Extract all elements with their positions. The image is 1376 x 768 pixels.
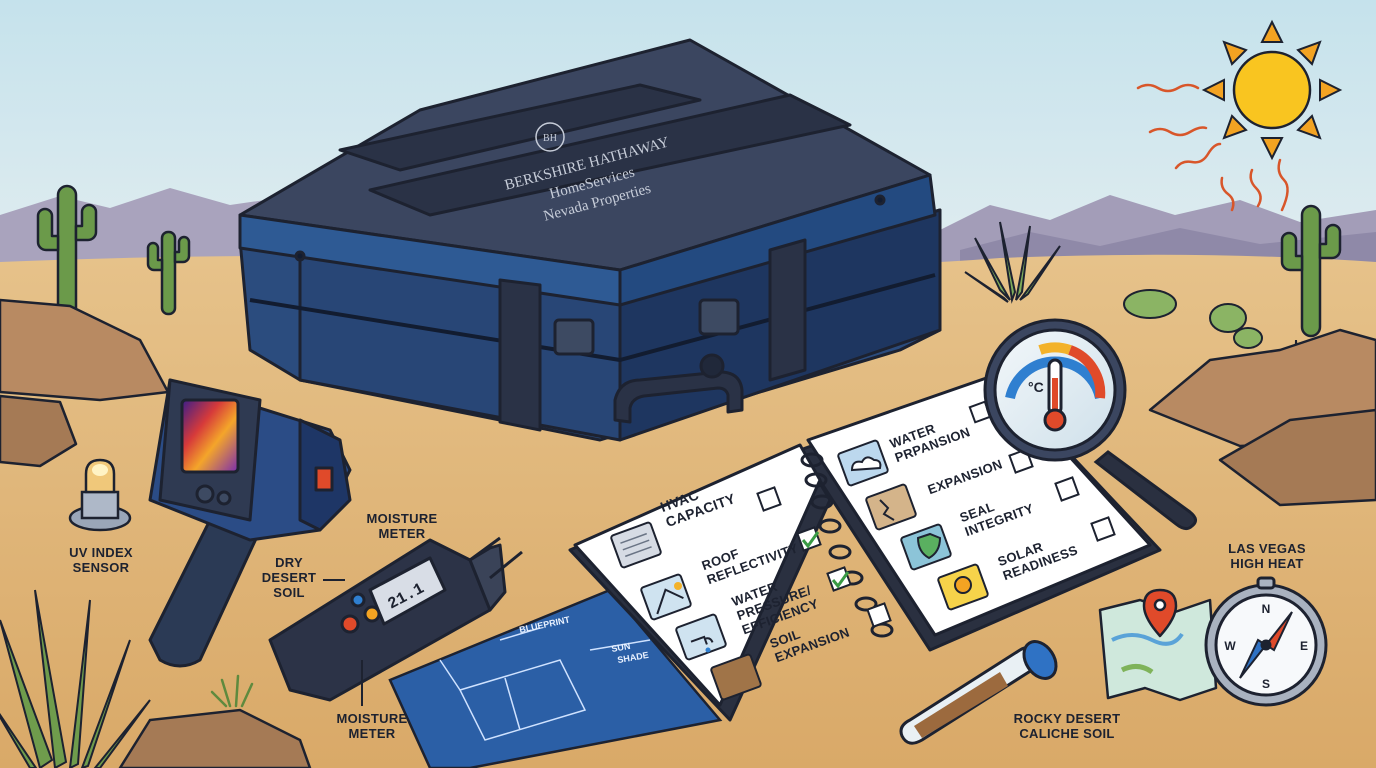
thermal-display — [180, 398, 240, 474]
checklist-notebook — [568, 373, 1162, 722]
soil-sample-tube — [899, 640, 1058, 745]
cactus-left — [36, 184, 191, 328]
rocks-right — [1148, 328, 1376, 507]
grass-tuft — [210, 674, 254, 708]
notebook-spiral — [800, 452, 894, 638]
svg-text:S: S — [1262, 677, 1270, 691]
svg-text:E: E — [1300, 639, 1308, 653]
rocks-left — [0, 298, 170, 468]
cloud-icon — [837, 439, 889, 487]
compass-letters: N E S W — [1224, 602, 1308, 691]
moisture-meter — [268, 536, 523, 702]
leader-lines — [323, 579, 363, 706]
checkbox-hvac[interactable] — [756, 486, 782, 512]
uv-index-sensor — [68, 458, 132, 532]
blueprint-sheet — [388, 588, 723, 768]
checkbox-soil[interactable] — [866, 602, 892, 628]
folded-map — [1098, 588, 1218, 702]
solar-icon — [937, 563, 989, 611]
shield-check-icon — [900, 523, 952, 571]
checkbox-seal[interactable] — [1054, 476, 1080, 502]
roof-icon — [640, 573, 692, 621]
hvac-icon — [610, 521, 662, 569]
svg-text:BH: BH — [543, 133, 557, 144]
agave-plant — [964, 221, 1061, 304]
shrub — [1123, 289, 1263, 349]
thermal-camera — [148, 378, 352, 668]
svg-text:SUN: SUN — [611, 641, 631, 654]
bh-logo: BH — [535, 122, 565, 152]
compass-icon — [1204, 576, 1328, 707]
checkbox-solar[interactable] — [1090, 516, 1116, 542]
svg-text:W: W — [1224, 639, 1236, 653]
crack-icon — [865, 483, 917, 531]
sun-icon — [1201, 19, 1343, 161]
yucca-plant — [0, 589, 151, 768]
soil-icon — [710, 653, 762, 701]
rocks-bottom-left — [118, 708, 312, 768]
checkbox-roof[interactable] — [796, 526, 822, 552]
checkbox-water[interactable] — [826, 566, 852, 592]
svg-text:N: N — [1262, 602, 1271, 616]
magnifier-thermometer — [983, 318, 1197, 531]
cactus-right — [1280, 204, 1342, 338]
thermometer-unit: °C — [1028, 379, 1044, 395]
faucet-icon — [675, 613, 727, 661]
hard-case — [238, 38, 942, 442]
heat-waves — [1136, 83, 1289, 212]
